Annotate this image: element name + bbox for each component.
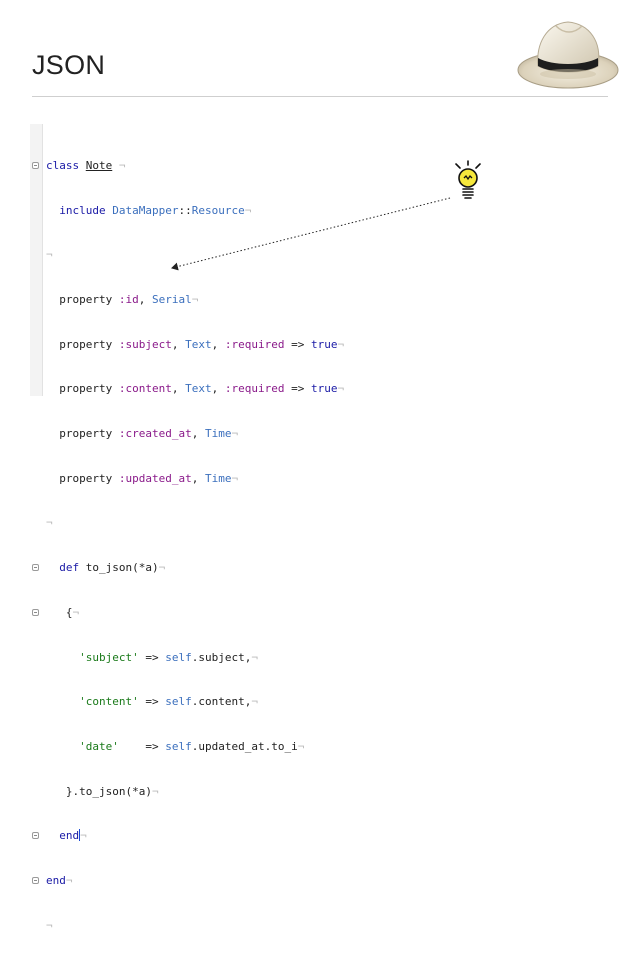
code-line-3: ¬ bbox=[46, 248, 53, 262]
code-line-5: property :subject, Text, :required => tr… bbox=[59, 337, 345, 351]
code-line-7: property :created_at, Time¬ bbox=[59, 427, 239, 441]
lightbulb-icon bbox=[455, 160, 481, 199]
code-line-4: property :id, Serial¬ bbox=[59, 292, 199, 306]
code-line-8: property :updated_at, Time¬ bbox=[59, 471, 239, 485]
code-content[interactable]: class Note ¬ include DataMapper::Resourc… bbox=[32, 129, 345, 958]
code-line-11: {¬ bbox=[32, 606, 344, 621]
code-line-18: ¬ bbox=[46, 918, 53, 932]
code-editor[interactable]: class Note ¬ include DataMapper::Resourc… bbox=[30, 124, 450, 932]
code-fold-marker-icon[interactable] bbox=[32, 161, 39, 169]
code-line-15: }.to_json(*a)¬ bbox=[65, 784, 159, 798]
code-line-17: end¬ bbox=[32, 874, 344, 889]
code-fold-marker-icon[interactable] bbox=[32, 608, 39, 616]
code-line-2: include DataMapper::Resource¬ bbox=[59, 203, 252, 217]
code-line-6: property :content, Text, :required => tr… bbox=[59, 382, 345, 396]
fedora-hat-icon bbox=[517, 21, 619, 89]
code-line-9: ¬ bbox=[46, 516, 53, 530]
code-line-10: def to_json(*a)¬ bbox=[32, 561, 344, 576]
editor-gutter bbox=[30, 124, 43, 396]
code-line-14: 'date' => self.updated_at.to_i¬ bbox=[79, 739, 305, 753]
code-fold-marker-icon[interactable] bbox=[32, 564, 39, 572]
title-divider bbox=[32, 96, 608, 97]
code-fold-marker-icon[interactable] bbox=[32, 832, 39, 840]
code-line-1: class Note ¬ bbox=[32, 159, 344, 174]
code-fold-marker-icon[interactable] bbox=[32, 877, 39, 885]
slide-title: JSON bbox=[32, 50, 106, 80]
code-line-12: 'subject' => self.subject,¬ bbox=[79, 650, 258, 664]
code-line-13: 'content' => self.content,¬ bbox=[79, 695, 258, 709]
code-line-16: end¬ bbox=[32, 829, 344, 844]
